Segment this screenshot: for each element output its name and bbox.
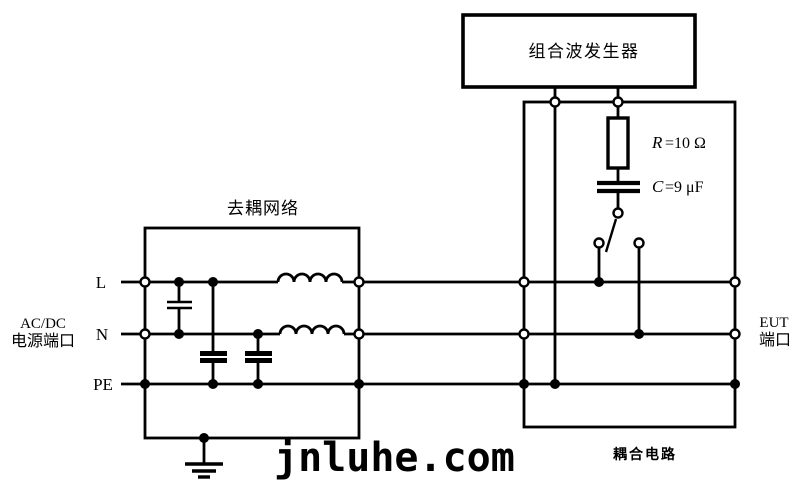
- coupling-circuit-box: [522, 100, 737, 429]
- capacitor-coupling-icon: [597, 180, 640, 209]
- capacitor-N-PE-icon: [245, 334, 272, 384]
- junction: [550, 379, 560, 389]
- coupling-L-in-terminal: [518, 276, 530, 288]
- eut-port-label-line2: 端口: [759, 331, 791, 349]
- decoupling-L-out-terminal: [353, 276, 365, 288]
- decoupling-N-out-terminal: [353, 328, 365, 340]
- coupling-input-terminal-right: [612, 96, 624, 108]
- source-port-label-line1: AC/DC: [20, 316, 66, 332]
- conductor-label-PE: PE: [93, 375, 113, 394]
- junction: [634, 329, 644, 339]
- junction: [253, 329, 263, 339]
- capacitor-L-PE-plate-top: [200, 351, 227, 356]
- generator-box: [461, 13, 697, 89]
- capacitor-N-PE-plate-bottom: [245, 358, 272, 363]
- resistor-value-label: =10 Ω: [665, 135, 706, 152]
- capacitor-symbol-label: C: [652, 177, 664, 196]
- capacitor-L-PE-plate-bottom: [200, 358, 227, 363]
- junction: [174, 329, 184, 339]
- junction: [730, 379, 740, 389]
- ground-icon: [185, 438, 223, 479]
- capacitor-L-N-icon: [167, 282, 192, 334]
- inductor-N-icon: [278, 324, 346, 335]
- junction: [519, 379, 529, 389]
- coupling-N-in-terminal: [518, 328, 530, 340]
- switch-contact-L-terminal: [593, 237, 605, 249]
- coupling-input-terminal-left: [549, 96, 561, 108]
- source-port-label-line2: 电源端口: [11, 332, 75, 350]
- watermark-text: jnluhe.com: [274, 435, 515, 481]
- resistor-symbol-label: R: [651, 133, 663, 152]
- junction: [208, 379, 218, 389]
- switch-blade: [604, 218, 618, 253]
- coupling-N-out-terminal: [729, 328, 741, 340]
- eut-port-label-line1: EUT: [759, 315, 788, 331]
- switch-pivot-terminal: [612, 207, 624, 219]
- junction: [354, 379, 364, 389]
- junction: [174, 277, 184, 287]
- generator-label: 组合波发生器: [529, 42, 640, 61]
- resistor-icon: [606, 102, 630, 181]
- capacitor-value-label: =9 μF: [665, 179, 704, 196]
- inductor-L-icon: [276, 272, 344, 283]
- conductor-label-L: L: [96, 273, 106, 292]
- junction: [208, 277, 218, 287]
- resistor-body: [606, 116, 630, 170]
- junction: [253, 379, 263, 389]
- switch-contact-N-terminal: [633, 237, 645, 249]
- junction: [199, 433, 209, 443]
- decoupling-N-in-terminal: [139, 328, 151, 340]
- decoupling-network-label: 去耦网络: [227, 199, 299, 218]
- coupling-circuit-label: 耦合电路: [613, 446, 677, 462]
- junction: [594, 277, 604, 287]
- decoupling-L-in-terminal: [139, 276, 151, 288]
- junction-dots: [140, 277, 740, 443]
- junction: [140, 379, 150, 389]
- capacitor-N-PE-plate-top: [245, 351, 272, 356]
- conductor-label-N: N: [96, 325, 108, 344]
- coupling-L-out-terminal: [729, 276, 741, 288]
- selector-switch-icon: [593, 207, 645, 334]
- terminal-circles: [139, 96, 741, 340]
